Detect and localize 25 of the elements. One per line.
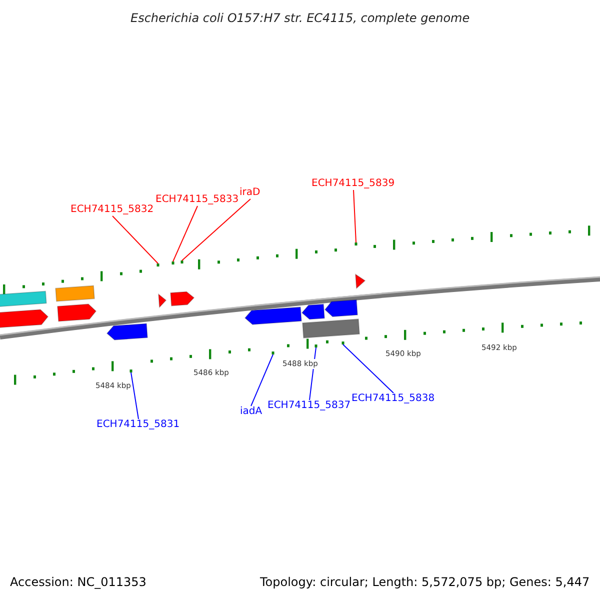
tick-mark [156, 264, 160, 266]
gene-label: ECH74115_5831 [96, 420, 180, 430]
gene-label: iraD [240, 188, 260, 198]
leader-line [130, 372, 139, 420]
tick-mark [272, 352, 274, 354]
gene-label: ECH74115_5838 [352, 394, 435, 404]
tick-mark [342, 342, 344, 344]
gene-label: iadA [240, 407, 262, 417]
leader-line [353, 190, 356, 243]
leader-line [182, 198, 251, 261]
gene-label: ECH74115_5832 [70, 205, 154, 215]
tick-mark [172, 262, 174, 264]
tick-mark [314, 344, 318, 348]
tick-mark [180, 260, 184, 264]
leader-line [172, 206, 198, 262]
gene-label: ECH74115_5837 [268, 401, 351, 411]
title: Escherichia coli O157:H7 str. EC4115, complete genome [130, 12, 470, 24]
info-text: Accession: NC_011353 [10, 575, 146, 589]
leader-line [250, 354, 274, 406]
info-text: Topology: circular; Length: 5,572,075 bp; Genes: 5,447 [260, 575, 590, 589]
tick-mark [130, 370, 132, 372]
gene-label: ECH74115_5833 [156, 195, 239, 205]
gene-label: ECH74115_5839 [312, 179, 395, 189]
leader-line [112, 216, 158, 264]
tick-mark [354, 242, 358, 246]
